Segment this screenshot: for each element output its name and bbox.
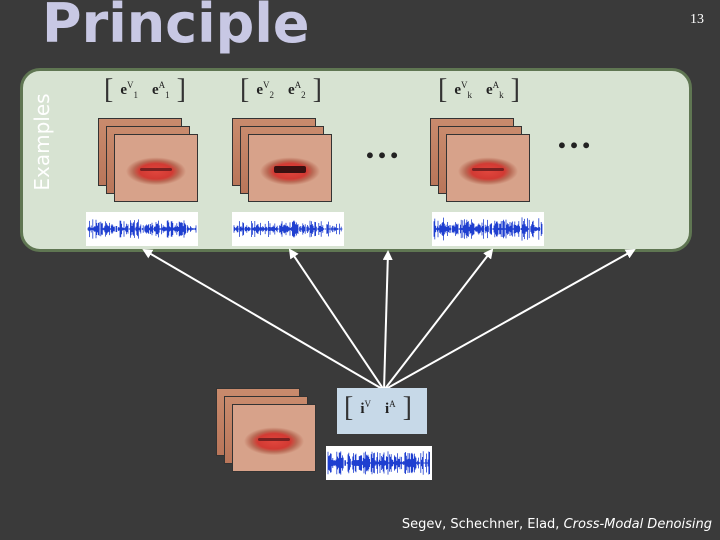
bracket-right: ]	[176, 74, 186, 105]
waveform-trace	[433, 217, 543, 241]
arrow-to-ellipsis-1	[382, 250, 393, 391]
example-2-lips-frame	[248, 134, 332, 202]
example-k-vector: [ eVk eAk ]	[438, 76, 520, 104]
query-visual-term: iV	[360, 398, 371, 417]
arrow-to-example-1	[142, 248, 385, 391]
bracket-left: [	[104, 74, 114, 105]
example-1-audio-term: eA1	[152, 80, 170, 100]
bracket-right: ]	[402, 392, 412, 423]
waveform-trace	[327, 451, 430, 475]
example-2-audio-term: eA2	[288, 80, 306, 100]
bracket-right: ]	[510, 74, 520, 105]
page-number: 13	[690, 12, 704, 27]
bracket-left: [	[438, 74, 448, 105]
waveform-trace	[87, 219, 197, 239]
ellipsis-1: …	[364, 126, 402, 166]
query-vector: [ iV iA ]	[344, 394, 412, 422]
example-1-visual-term: eV1	[120, 80, 138, 100]
slide-title: Principle	[42, 0, 310, 55]
example-1-vector: [ eV1 eA1 ]	[104, 76, 186, 104]
example-1-lips-frame	[114, 134, 198, 202]
example-1-waveform	[86, 212, 198, 246]
citation-authors: Segev, Schechner, Elad,	[401, 517, 564, 532]
example-k-lips-frame	[446, 134, 530, 202]
example-k-visual-term: eVk	[454, 80, 472, 100]
ellipsis-2: …	[556, 116, 594, 156]
arrow-to-example-2	[288, 248, 385, 391]
example-k-audio-term: eAk	[486, 80, 504, 100]
bracket-right: ]	[312, 74, 322, 105]
arrow-to-ellipsis-2	[383, 249, 636, 391]
query-vector-box	[337, 388, 427, 434]
citation-title: Cross-Modal Denoising	[563, 517, 712, 532]
example-2-visual-term: eV2	[256, 80, 274, 100]
citation: Segev, Schechner, Elad, Cross-Modal Deno…	[402, 517, 712, 532]
bracket-left: [	[240, 74, 250, 105]
example-2-vector: [ eV2 eA2 ]	[240, 76, 322, 104]
arrow-to-example-k	[383, 248, 494, 391]
example-k-waveform	[432, 212, 544, 246]
query-lips-frame	[232, 404, 316, 472]
example-2-waveform	[232, 212, 344, 246]
bracket-left: [	[344, 392, 354, 423]
query-audio-term: iA	[385, 398, 396, 417]
query-waveform	[326, 446, 432, 480]
